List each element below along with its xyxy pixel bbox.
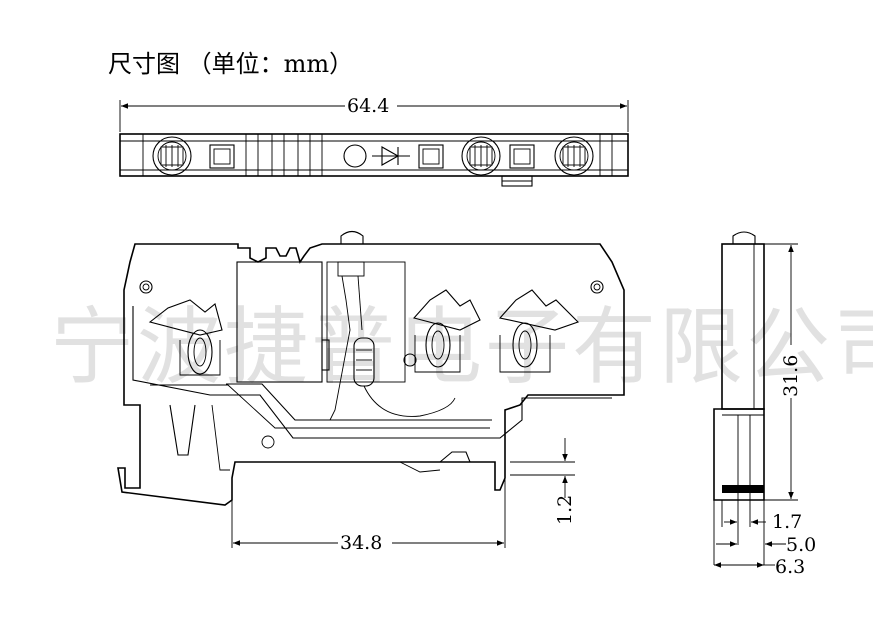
diode-icon [372,146,410,166]
terminal-body [117,243,625,506]
top-view: 64.4 [119,95,629,187]
clamp-spring-icon [498,289,580,373]
test-socket-icon [418,144,444,169]
screw-icon [554,136,594,176]
dim-base-offset: 1.2 [554,495,576,525]
test-socket-icon [509,144,535,169]
side-dimensions: 34.8 1.2 [231,438,576,554]
led-icon [343,144,367,168]
dim-c: 6.3 [775,556,805,578]
page-title: 尺寸图 （单位：mm） [108,50,354,78]
led-cap [340,230,364,244]
clamp-spring-icon [412,289,481,373]
clamp-spring-icon [148,299,223,376]
screw-icon [461,136,501,176]
dim-height: 31.6 [780,355,802,397]
dim-base-width: 34.8 [340,532,382,554]
side-view [117,230,625,506]
test-socket-icon [209,144,235,169]
dim-b: 5.0 [786,534,816,556]
resistor-icon [353,337,375,387]
end-view: 31.6 1.7 5.0 6.3 [713,231,816,578]
screw-icon [152,136,192,176]
dim-total-length: 64.4 [347,95,389,117]
dim-a: 1.7 [772,511,802,533]
